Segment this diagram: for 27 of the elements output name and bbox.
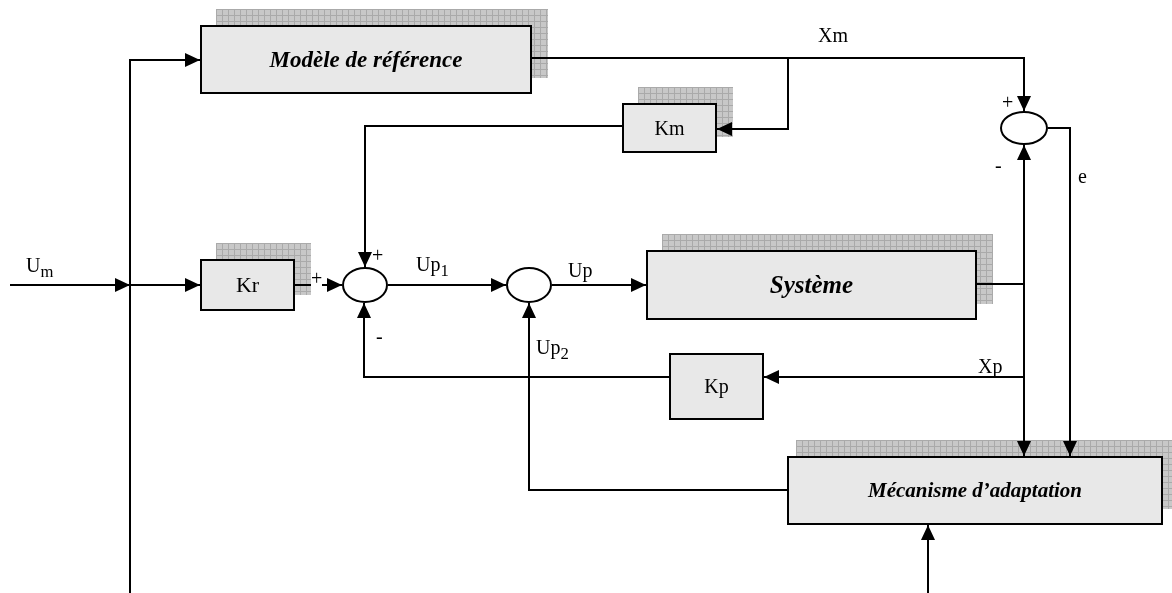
signal-label: Up	[568, 260, 593, 280]
block-box	[669, 353, 764, 420]
block-box	[622, 103, 717, 153]
connector-arrow	[1047, 127, 1077, 457]
block-box	[646, 250, 977, 320]
block-label: Mécanisme d’adaptation	[867, 478, 1083, 503]
block-box	[200, 259, 295, 311]
connector-arrow	[522, 302, 788, 491]
connector-arrow	[294, 278, 343, 292]
block-label: Système	[769, 271, 854, 299]
block-label: Kr	[235, 272, 260, 298]
summing-junction	[506, 267, 552, 303]
connector-arrow	[129, 53, 201, 593]
connector-arrow	[358, 125, 623, 268]
block-label: Modèle de référence	[269, 46, 463, 73]
block-label: Km	[654, 116, 685, 140]
signal-label: Xm	[818, 25, 848, 45]
connector-arrow	[9, 278, 201, 292]
summing-junction	[342, 267, 388, 303]
summing-junction	[1000, 111, 1048, 145]
block-box	[787, 456, 1163, 525]
block-box	[200, 25, 532, 94]
connector-arrow	[357, 302, 670, 378]
connector-arrow	[551, 278, 647, 292]
connector-arrow	[921, 524, 935, 593]
connector-arrow	[387, 278, 507, 292]
block-label: Kp	[704, 375, 729, 398]
